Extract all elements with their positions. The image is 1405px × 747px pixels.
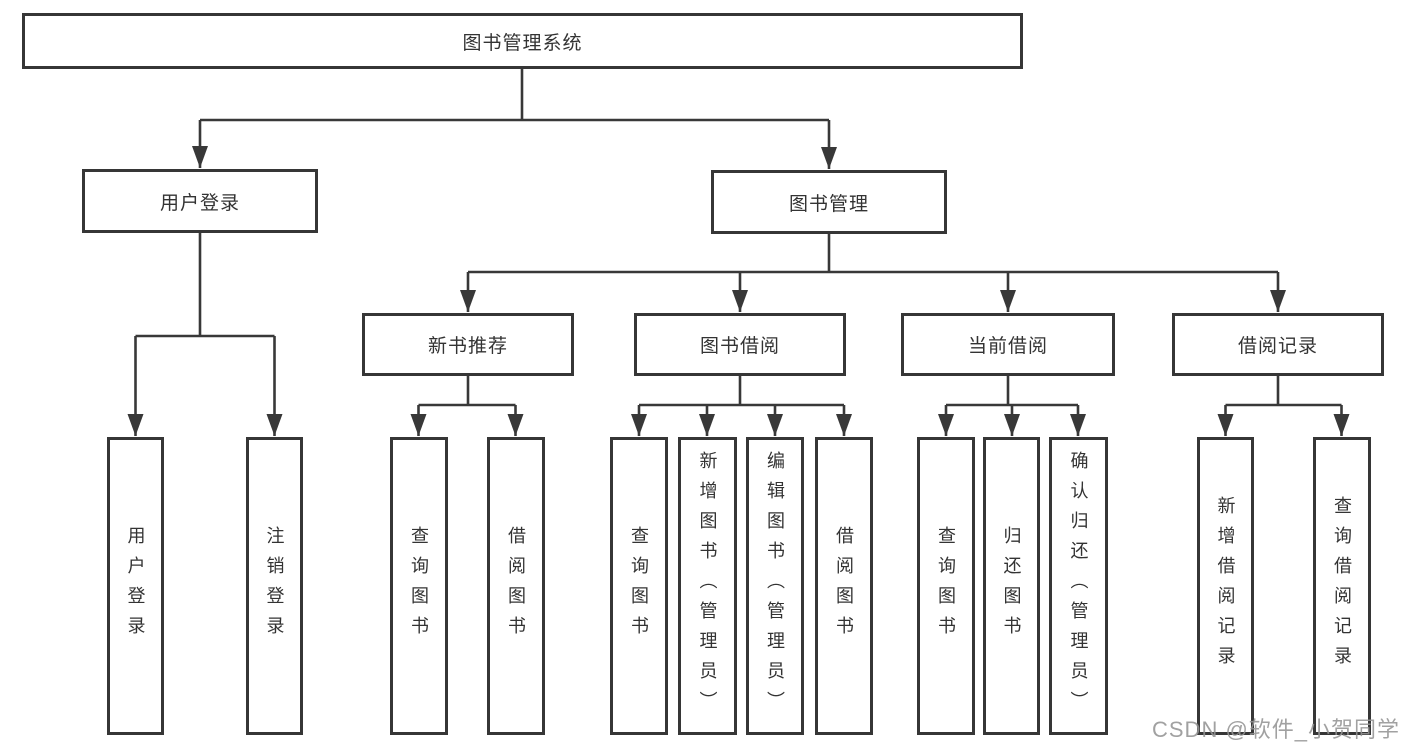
node-new-book-recommendation: 新书推荐 [362, 313, 574, 376]
node-library-management-system: 图书管理系统 [22, 13, 1023, 69]
node-label: 编辑图书（管理员） [765, 451, 785, 721]
leaf-query-borrow-record: 查询借阅记录 [1313, 437, 1371, 735]
node-label: 图书管理 [788, 193, 869, 215]
leaf-add-books-admin: 新增图书（管理员） [678, 437, 737, 735]
node-label: 新增图书（管理员） [697, 451, 718, 721]
node-label: 当前借阅 [967, 336, 1048, 357]
leaf-borrow-books: 借阅图书 [487, 437, 545, 735]
node-label: 新书推荐 [427, 336, 508, 357]
node-label: 查询图书 [936, 526, 956, 646]
node-label: 新增借阅记录 [1215, 496, 1236, 676]
node-label: 图书借阅 [699, 336, 780, 357]
node-label: 确认归还（管理员） [1068, 451, 1089, 721]
node-current-borrowing: 当前借阅 [901, 313, 1115, 376]
leaf-query-books: 查询图书 [610, 437, 668, 735]
node-label: 用户登录 [125, 526, 146, 646]
node-borrowing-records: 借阅记录 [1172, 313, 1384, 376]
node-label: 借阅图书 [834, 526, 854, 646]
node-book-borrowing: 图书借阅 [634, 313, 846, 376]
node-label: 归还图书 [1001, 526, 1022, 646]
leaf-add-borrow-record: 新增借阅记录 [1197, 437, 1254, 735]
leaf-logout: 注销登录 [246, 437, 303, 735]
leaf-query-books: 查询图书 [917, 437, 975, 735]
leaf-query-books: 查询图书 [390, 437, 448, 735]
node-label: 图书管理系统 [462, 32, 583, 54]
leaf-user-login: 用户登录 [107, 437, 164, 735]
node-book-management: 图书管理 [711, 170, 947, 234]
leaf-borrow-books: 借阅图书 [815, 437, 873, 735]
leaf-return-books: 归还图书 [983, 437, 1040, 735]
node-label: 查询图书 [409, 526, 429, 646]
node-label: 借阅记录 [1237, 336, 1318, 357]
leaf-edit-books-admin: 编辑图书（管理员） [746, 437, 804, 735]
node-label: 用户登录 [159, 192, 240, 214]
node-label: 注销登录 [264, 526, 285, 646]
csdn-watermark: CSDN @软件_小贺同学 [1152, 717, 1401, 742]
node-label: 查询图书 [629, 526, 649, 646]
node-user-login: 用户登录 [82, 169, 318, 233]
node-label: 查询借阅记录 [1332, 496, 1352, 676]
leaf-confirm-return-admin: 确认归还（管理员） [1049, 437, 1108, 735]
node-label: 借阅图书 [506, 526, 526, 646]
